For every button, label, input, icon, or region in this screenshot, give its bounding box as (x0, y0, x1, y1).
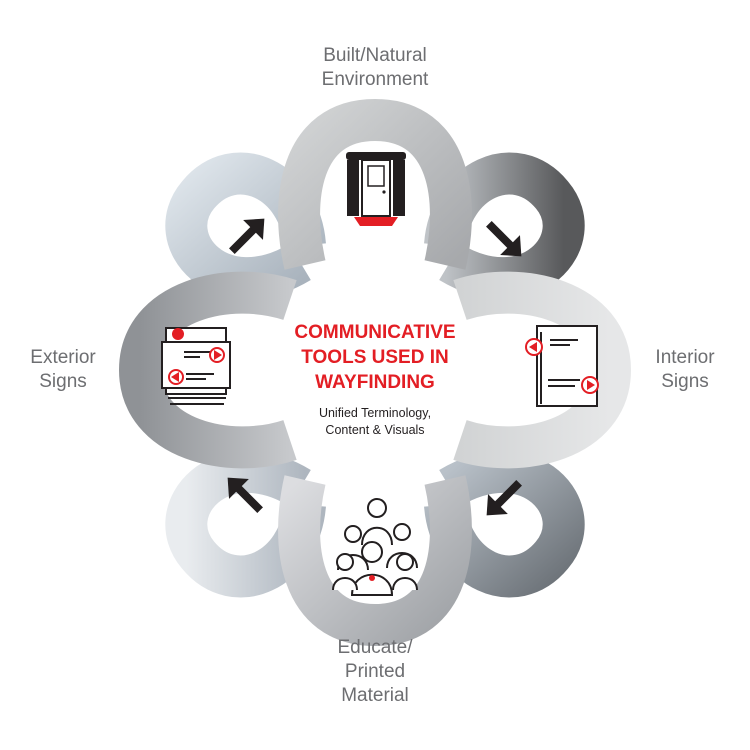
label-line: Built/Natural (323, 45, 427, 66)
label-line: Exterior (30, 347, 96, 368)
band-loop-right (453, 271, 632, 469)
label-exterior-signs: Exterior Signs (8, 346, 118, 394)
label-built-natural-environment: Built/Natural Environment (275, 44, 475, 92)
direction-arrows (227, 218, 522, 516)
band-loop-bottom (278, 475, 472, 647)
band-loops (118, 98, 632, 647)
center-subtitle: Unified Terminology, Content & Visuals (275, 405, 475, 439)
label-line: Environment (321, 69, 429, 90)
label-line: Material (341, 685, 409, 706)
arrow-down-right-icon (486, 221, 522, 257)
label-line: Printed (344, 661, 406, 682)
band-loop-top (278, 98, 472, 270)
center-subtitle-line: Content & Visuals (325, 423, 425, 437)
center-title-line: TOOLS USED IN (301, 347, 449, 368)
label-line: Educate/ (337, 637, 413, 658)
label-interior-signs: Interior Signs (630, 346, 740, 394)
label-line: Signs (661, 371, 709, 392)
label-line: Signs (39, 371, 87, 392)
label-line: Interior (655, 347, 715, 368)
center-title-line: WAYFINDING (315, 372, 435, 393)
band-loop-left (118, 271, 297, 469)
center-subtitle-line: Unified Terminology, (318, 406, 432, 420)
exterior-sign-icon (161, 327, 231, 405)
door-entrance-icon (346, 152, 406, 226)
people-group-icon (332, 498, 418, 596)
interior-sign-icon (525, 325, 599, 407)
arrow-up-right-icon (229, 218, 265, 254)
arrow-down-left-icon (486, 480, 522, 516)
center-title-line: COMMUNICATIVE (294, 322, 456, 343)
center-title: COMMUNICATIVE TOOLS USED IN WAYFINDING (255, 320, 495, 395)
label-educate-printed-material: Educate/ Printed Material (295, 636, 455, 708)
arrow-up-left-icon (227, 477, 263, 513)
